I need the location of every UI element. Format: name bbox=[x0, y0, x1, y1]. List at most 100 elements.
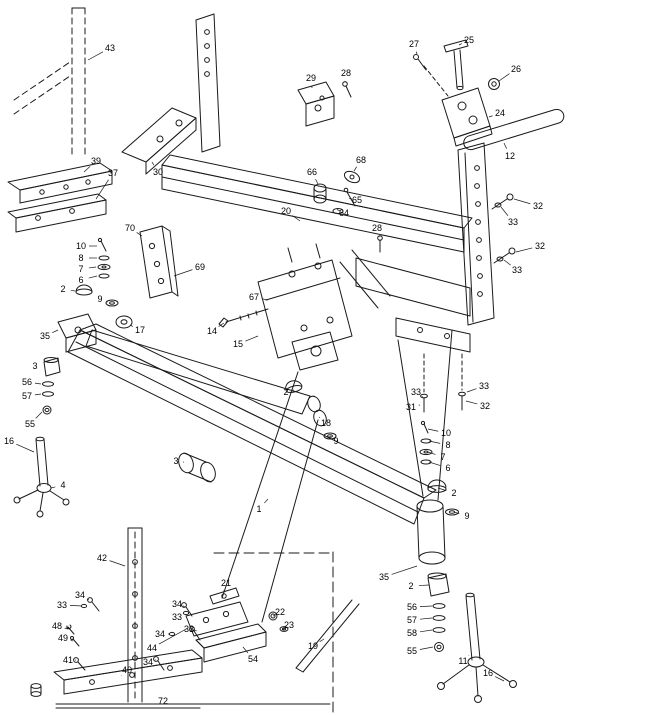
callout-24: 24 bbox=[488, 108, 505, 118]
corner-part bbox=[30, 683, 42, 697]
callout-34: 34 bbox=[75, 590, 90, 601]
bolt-14 bbox=[218, 308, 269, 328]
callout-32: 32 bbox=[515, 241, 545, 253]
svg-text:18: 18 bbox=[321, 418, 331, 428]
svg-text:11: 11 bbox=[458, 656, 467, 666]
bolts-32-33-right bbox=[491, 193, 516, 264]
callout-37: 37 bbox=[95, 168, 118, 200]
callout-10: 10 bbox=[427, 428, 451, 438]
svg-text:33: 33 bbox=[508, 217, 518, 227]
svg-text:8: 8 bbox=[78, 253, 83, 263]
svg-text:55: 55 bbox=[407, 646, 417, 656]
callout-55: 55 bbox=[407, 646, 434, 656]
svg-text:16: 16 bbox=[4, 436, 14, 446]
callout-2: 2 bbox=[283, 387, 294, 397]
svg-text:28: 28 bbox=[372, 223, 382, 233]
callout-9: 9 bbox=[453, 511, 470, 521]
svg-text:33: 33 bbox=[184, 624, 194, 634]
svg-text:6: 6 bbox=[445, 463, 450, 473]
svg-text:9: 9 bbox=[97, 294, 102, 304]
bracket-24 bbox=[441, 87, 493, 147]
svg-text:23: 23 bbox=[284, 620, 294, 630]
svg-text:12: 12 bbox=[505, 151, 515, 161]
handle-rod bbox=[463, 108, 565, 151]
svg-text:32: 32 bbox=[535, 241, 545, 251]
svg-text:57: 57 bbox=[22, 391, 32, 401]
callout-56: 56 bbox=[407, 602, 433, 612]
callout-15: 15 bbox=[233, 335, 259, 349]
axle-pivot-left bbox=[57, 313, 97, 353]
section-boundaries bbox=[213, 371, 334, 713]
callout-34: 34 bbox=[172, 599, 185, 609]
callout-16: 16 bbox=[483, 668, 505, 682]
right-spindle bbox=[437, 592, 517, 703]
svg-text:34: 34 bbox=[143, 657, 153, 667]
block-29 bbox=[297, 81, 335, 127]
svg-text:27: 27 bbox=[409, 39, 419, 49]
svg-text:22: 22 bbox=[275, 607, 285, 617]
callout-16: 16 bbox=[4, 436, 35, 453]
right-hardware-stack bbox=[419, 420, 459, 516]
channel-40 bbox=[53, 649, 203, 695]
svg-text:33: 33 bbox=[57, 600, 67, 610]
svg-text:72: 72 bbox=[158, 696, 168, 706]
callout-31: 31 bbox=[406, 402, 421, 412]
callout-20: 20 bbox=[281, 206, 301, 222]
callout-69: 69 bbox=[173, 262, 205, 277]
callout-33: 33 bbox=[184, 624, 197, 634]
callout-6: 6 bbox=[428, 461, 451, 473]
callout-28: 28 bbox=[341, 68, 351, 83]
svg-text:4: 4 bbox=[60, 480, 65, 490]
svg-text:44: 44 bbox=[147, 643, 157, 653]
svg-text:57: 57 bbox=[407, 615, 417, 625]
mount-plate bbox=[257, 243, 353, 371]
left-kingpin-stack bbox=[42, 357, 61, 415]
svg-text:2: 2 bbox=[60, 284, 65, 294]
bracket-44 bbox=[185, 601, 249, 637]
svg-text:32: 32 bbox=[480, 401, 490, 411]
callout-11: 11 bbox=[458, 654, 470, 666]
left-rail-upper bbox=[7, 162, 113, 204]
svg-text:32: 32 bbox=[533, 201, 543, 211]
callout-35: 35 bbox=[379, 565, 418, 582]
callout-42: 42 bbox=[97, 553, 126, 567]
callout-22: 22 bbox=[272, 607, 285, 617]
svg-text:14: 14 bbox=[207, 326, 217, 336]
svg-text:10: 10 bbox=[76, 241, 86, 251]
svg-text:17: 17 bbox=[135, 325, 145, 335]
pin-25 bbox=[443, 39, 469, 91]
callout-33: 33 bbox=[57, 600, 83, 610]
callout-8: 8 bbox=[78, 253, 97, 263]
callout-35: 35 bbox=[40, 329, 59, 341]
callout-72: 72 bbox=[158, 696, 171, 706]
svg-text:20: 20 bbox=[281, 206, 291, 216]
callout-66: 66 bbox=[307, 167, 319, 185]
callout-8: 8 bbox=[428, 440, 451, 450]
svg-text:9: 9 bbox=[464, 511, 469, 521]
svg-text:35: 35 bbox=[379, 572, 389, 582]
callout-30: 30 bbox=[151, 161, 163, 177]
callout-33: 33 bbox=[500, 206, 518, 227]
left-rail-lower bbox=[7, 193, 107, 233]
callout-67: 67 bbox=[249, 292, 269, 302]
callout-10: 10 bbox=[76, 241, 97, 251]
callout-25: 25 bbox=[458, 35, 474, 46]
center-bushing-stack bbox=[285, 380, 337, 440]
bottom-fasteners bbox=[66, 597, 289, 671]
svg-text:70: 70 bbox=[125, 223, 135, 233]
svg-text:33: 33 bbox=[512, 265, 522, 275]
callout-6: 6 bbox=[78, 275, 98, 285]
svg-text:37: 37 bbox=[108, 168, 118, 178]
svg-text:67: 67 bbox=[249, 292, 259, 302]
callout-64: 64 bbox=[336, 208, 349, 218]
callout-56: 56 bbox=[22, 377, 42, 387]
callout-9: 9 bbox=[97, 294, 108, 304]
svg-text:1: 1 bbox=[256, 504, 261, 514]
channel-54 bbox=[195, 623, 267, 663]
svg-text:40: 40 bbox=[122, 665, 132, 675]
callout-2: 2 bbox=[437, 487, 457, 498]
svg-text:25: 25 bbox=[464, 35, 474, 45]
svg-text:41: 41 bbox=[63, 655, 73, 665]
callout-68: 68 bbox=[353, 155, 366, 172]
